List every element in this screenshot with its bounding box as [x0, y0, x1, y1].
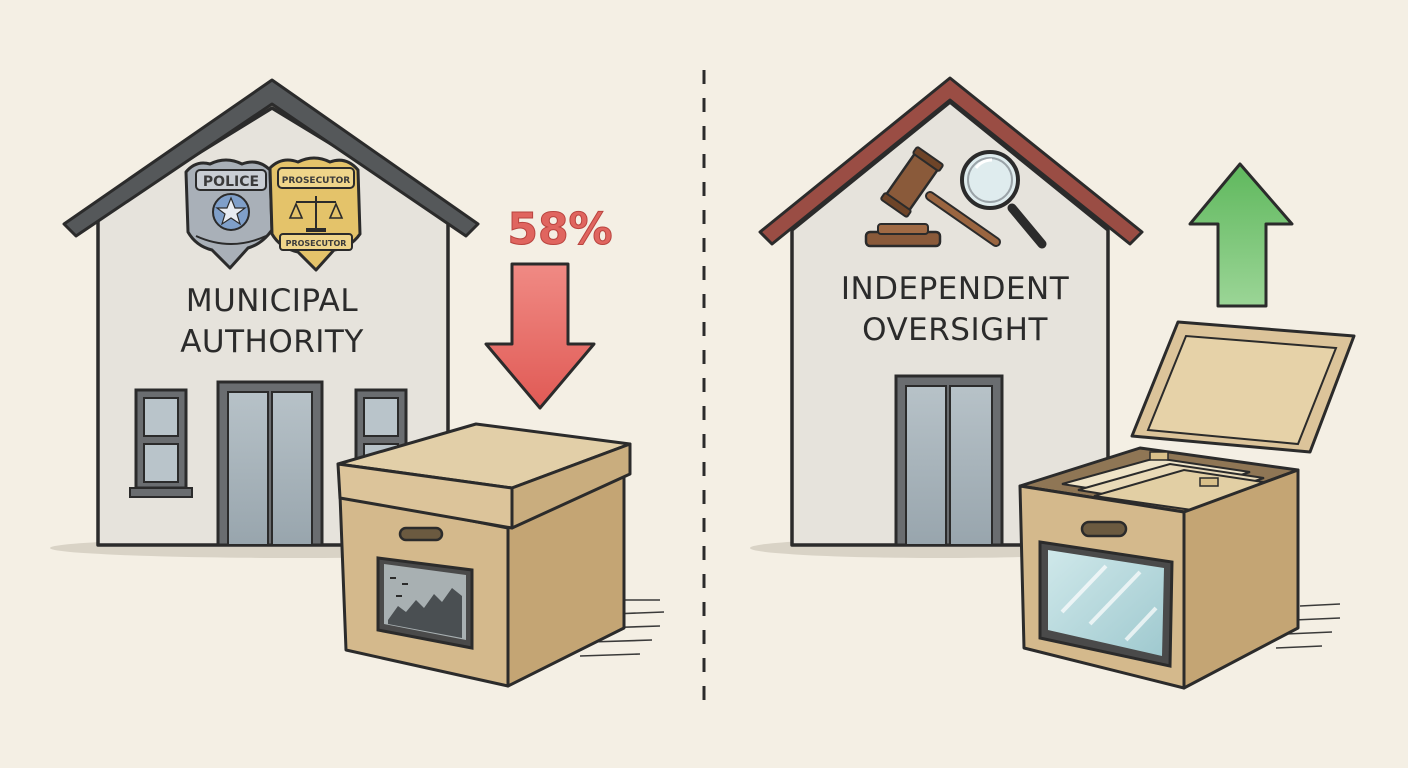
municipal-building: MUNICIPAL AUTHORITY — [62, 78, 480, 547]
building-label-line2: AUTHORITY — [180, 324, 364, 360]
up-arrow-icon — [1188, 162, 1294, 308]
door — [894, 374, 1004, 547]
left-panel: MUNICIPAL AUTHORITY POLICE PROSECUTOR PR… — [50, 78, 665, 688]
roof — [62, 78, 480, 238]
police-badge-icon: POLICE — [184, 158, 274, 270]
prosecutor-badge-icon: PROSECUTOR PROSECUTOR — [268, 156, 362, 272]
window-left — [129, 388, 193, 498]
building-label-line1: MUNICIPAL — [186, 283, 358, 319]
badge-prosecutor-top-label: PROSECUTOR — [282, 176, 351, 186]
magnifying-glass-icon — [960, 150, 1047, 249]
closed-archive-box — [336, 422, 665, 688]
open-archive-box — [1018, 320, 1356, 690]
badge-prosecutor-bottom-label: PROSECUTOR — [286, 239, 347, 248]
roof — [758, 76, 1144, 246]
down-arrow-icon — [484, 262, 596, 410]
right-panel: INDEPENDENT OVERSIGHT — [750, 76, 1356, 690]
building-label-line2: OVERSIGHT — [862, 312, 1048, 348]
gavel-icon — [864, 146, 1001, 248]
building-label-line1: INDEPENDENT — [841, 271, 1070, 307]
oversight-building: INDEPENDENT OVERSIGHT — [758, 76, 1144, 547]
decrease-percentage: 58% — [507, 204, 612, 255]
badge-police-label: POLICE — [203, 174, 259, 190]
door — [216, 380, 324, 547]
